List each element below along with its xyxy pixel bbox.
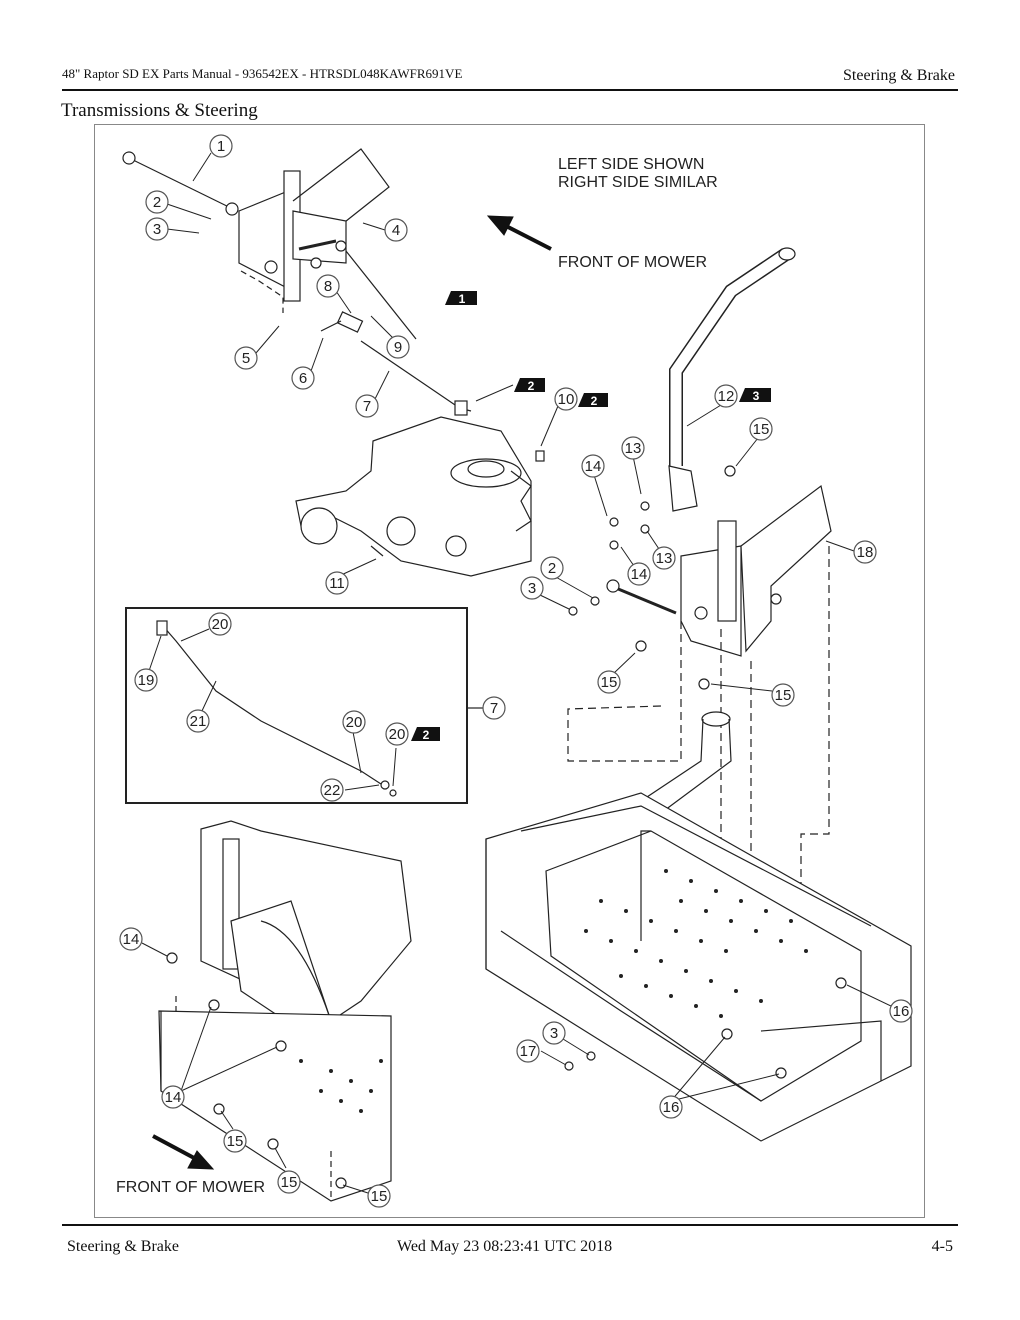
tie-rod — [128, 157, 238, 212]
kit-flag-2a: 2 — [528, 379, 535, 393]
callout-15d: 15 — [227, 1133, 244, 1150]
callout-6: 6 — [299, 370, 307, 387]
callout-9: 9 — [394, 339, 402, 356]
callout-14c: 14 — [123, 931, 140, 948]
callout-21: 21 — [190, 713, 207, 730]
callout-8: 8 — [324, 278, 332, 295]
callout-14a: 14 — [585, 458, 602, 475]
callout-15c: 15 — [775, 687, 792, 704]
front-of-mower-label-bottom: FRONT OF MOWER — [116, 1179, 265, 1196]
document-title: 48" Raptor SD EX Parts Manual - 936542EX… — [62, 66, 463, 81]
callout-17a: 17 — [520, 1043, 537, 1060]
header-section: Steering & Brake — [843, 67, 955, 84]
callout-13b: 13 — [656, 550, 673, 567]
transmission — [295, 416, 532, 577]
callout-1: 1 — [217, 138, 225, 155]
callout-12: 12 — [718, 388, 735, 405]
callout-3: 3 — [153, 221, 161, 238]
callout-numbers: 1 2 3 4 5 6 7 8 9 10 11 12 13 13 14 14 1… — [123, 138, 910, 1205]
callout-11: 11 — [329, 575, 345, 592]
header-rule — [62, 89, 958, 91]
kit-flag-1: 1 — [459, 292, 466, 306]
callout-20b: 20 — [346, 714, 363, 731]
page-number: 4-5 — [931, 1238, 953, 1255]
parts-diagram: 1 2 3 4 5 6 7 8 9 10 11 12 13 13 14 14 1… — [94, 124, 925, 1218]
footer-rule — [62, 1224, 958, 1226]
kit-flag-3: 3 — [753, 389, 760, 403]
callout-7b: 7 — [490, 700, 498, 717]
callout-18: 18 — [857, 544, 874, 561]
callout-3c: 3 — [550, 1025, 558, 1042]
callout-2: 2 — [153, 194, 161, 211]
note-left-side: LEFT SIDE SHOWN — [558, 156, 704, 173]
callout-16b: 16 — [663, 1099, 680, 1116]
callout-15f: 15 — [371, 1188, 388, 1205]
callout-7: 7 — [363, 398, 371, 415]
note-right-side: RIGHT SIDE SIMILAR — [558, 174, 718, 191]
detail-inset — [125, 607, 468, 804]
callout-13a: 13 — [625, 440, 642, 457]
kit-flag-2b: 2 — [591, 394, 598, 408]
callout-14d: 14 — [165, 1089, 182, 1106]
page-title: Transmissions & Steering — [61, 100, 258, 121]
callout-14b: 14 — [631, 566, 648, 583]
footer-section: Steering & Brake — [67, 1238, 179, 1255]
callout-22: 22 — [324, 782, 341, 799]
callout-circles — [119, 134, 913, 1208]
callout-5: 5 — [242, 350, 250, 367]
kit-flags: 1 2 2 3 2 — [411, 291, 771, 742]
kit-flag-2c: 2 — [423, 728, 430, 742]
callout-15e: 15 — [281, 1174, 298, 1191]
callout-16a: 16 — [893, 1003, 910, 1020]
callout-15a: 15 — [753, 421, 770, 438]
callout-4: 4 — [392, 222, 400, 239]
callout-15b: 15 — [601, 674, 618, 691]
callout-2b: 2 — [548, 560, 556, 577]
callout-20c: 20 — [389, 726, 406, 743]
mower-chassis — [485, 792, 912, 1142]
callout-10: 10 — [558, 391, 575, 408]
callout-20a: 20 — [212, 616, 229, 633]
front-of-mower-label-top: FRONT OF MOWER — [558, 254, 707, 271]
callout-3b: 3 — [528, 580, 536, 597]
callout-19: 19 — [138, 672, 155, 689]
footer-timestamp: Wed May 23 08:23:41 UTC 2018 — [397, 1238, 613, 1255]
